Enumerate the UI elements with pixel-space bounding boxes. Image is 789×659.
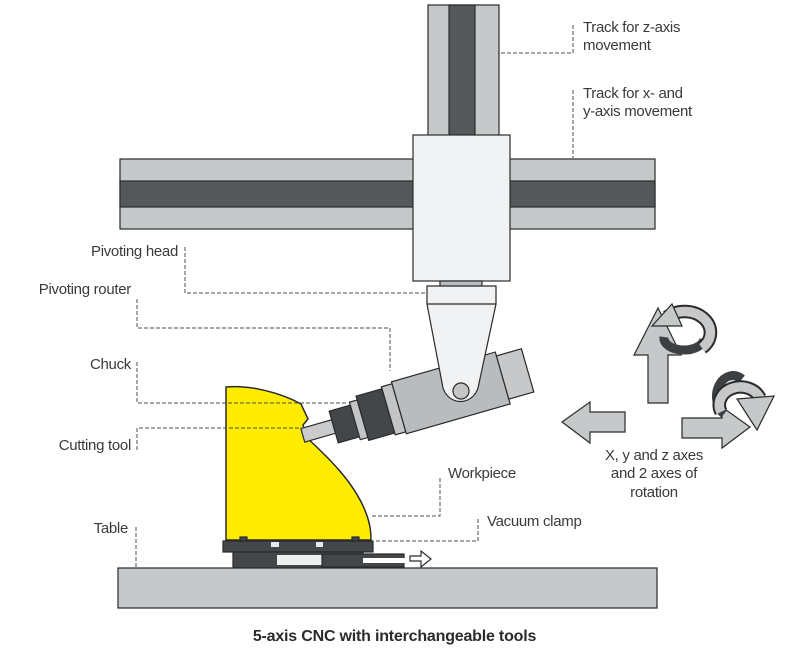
cutting-tool-shape [300, 419, 337, 443]
label-cutting-tool: Cutting tool [58, 437, 132, 454]
label-track-xy-axis: Track for x- and y-axis movement [583, 85, 692, 121]
leader-chuck [136, 362, 348, 404]
workpiece-shape [225, 385, 372, 541]
label-vacuum-clamp: Vacuum clamp [487, 513, 582, 530]
z-track-slide [448, 4, 476, 137]
leader-track-z [498, 25, 574, 54]
pivot-joint [452, 382, 470, 400]
router-endcap [495, 347, 535, 400]
figure-caption: 5-axis CNC with interchangeable tools [252, 628, 537, 645]
xy-axis-track [119, 158, 656, 230]
table-surface [117, 567, 658, 609]
left-arrow-icon [560, 400, 626, 445]
leader-cutting-tool [136, 427, 304, 450]
clamp-slot [277, 555, 322, 565]
leader-pivoting-router [136, 299, 391, 371]
label-axes-note: X, y and z axes and 2 axes of rotation [604, 447, 704, 501]
vacuum-clamp-assembly [222, 536, 405, 569]
leader-workpiece [371, 478, 441, 517]
rotation-arrowhead-right-icon [735, 395, 776, 432]
axis-arrows [560, 302, 776, 450]
leader-vacuum-clamp [374, 519, 479, 542]
leader-lines [135, 25, 574, 567]
clamp-top-plate [222, 540, 374, 553]
clamp-plate-gap-left [271, 542, 279, 547]
up-arrow-icon [633, 306, 682, 404]
vacuum-tube-bore [363, 558, 405, 563]
xy-track-slide [119, 180, 656, 208]
label-table: Table [93, 520, 129, 537]
rotation-arrowhead-top-icon [650, 302, 683, 327]
label-pivoting-router: Pivoting router [38, 281, 132, 298]
z-axis-track [427, 4, 500, 137]
label-workpiece: Workpiece [448, 465, 516, 482]
label-pivoting-head: Pivoting head [90, 243, 178, 260]
clamp-plate-gap-right [316, 542, 323, 547]
carriage [412, 134, 511, 282]
slide-arrow-icon [409, 549, 432, 569]
label-track-z-axis: Track for z-axis movement [583, 19, 681, 55]
rotation-arrow-right-icon [714, 382, 765, 415]
pivoting-head-yoke [426, 285, 497, 403]
label-chuck: Chuck [89, 356, 131, 373]
leader-pivoting-head [184, 247, 426, 294]
